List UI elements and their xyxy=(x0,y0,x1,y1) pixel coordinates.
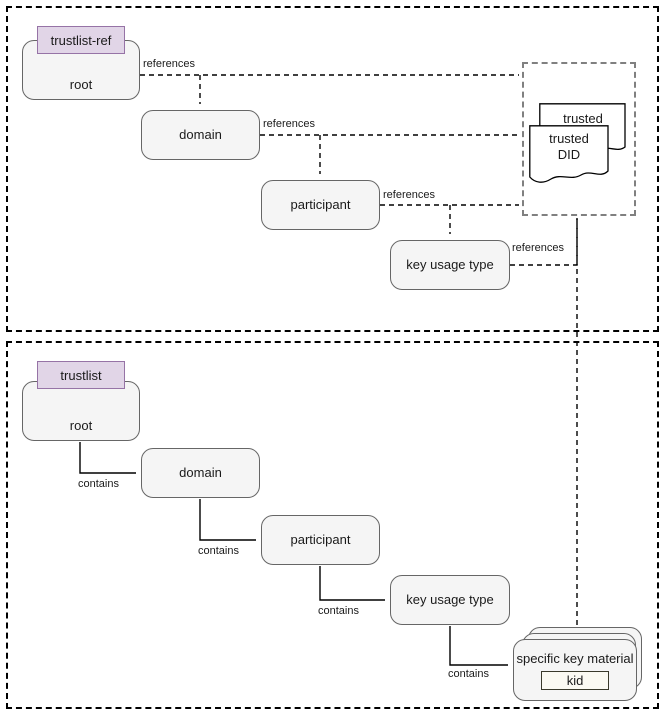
edge-label-kut-references: references xyxy=(512,242,564,254)
ref-participant-node[interactable]: participant xyxy=(261,180,380,230)
ref-root-title: trustlist-ref xyxy=(37,26,125,54)
list-domain-node[interactable]: domain xyxy=(141,448,260,498)
list-key-usage-type-node[interactable]: key usage type xyxy=(390,575,510,625)
trusted-doc-back-label: trusted xyxy=(563,111,603,126)
list-domain-label: domain xyxy=(179,464,222,480)
ref-key-usage-type-node[interactable]: key usage type xyxy=(390,240,510,290)
trusted-doc-front xyxy=(529,125,609,191)
list-root-node[interactable]: root xyxy=(22,381,140,441)
edge-label-domain-references: references xyxy=(263,118,315,130)
list-root-label: root xyxy=(69,418,93,433)
edge-label-root-references: references xyxy=(143,58,195,70)
ref-domain-label: domain xyxy=(179,126,222,142)
trustlist-ref-group xyxy=(6,6,659,332)
ref-domain-node[interactable]: domain xyxy=(141,110,260,160)
specific-key-material-label: specific key material xyxy=(516,651,634,666)
trusted-did-group xyxy=(522,62,636,216)
edge-label-participant-references: references xyxy=(383,189,435,201)
edge-label-root-contains: contains xyxy=(78,478,119,490)
list-participant-label: participant xyxy=(290,531,351,547)
list-key-usage-type-label: key usage type xyxy=(406,591,494,607)
trusted-doc-front-line1: trusted xyxy=(549,131,589,146)
ref-participant-label: participant xyxy=(290,196,351,212)
edge-label-participant-contains: contains xyxy=(318,605,359,617)
edge-label-domain-contains: contains xyxy=(198,545,239,557)
trusted-doc-front-line2: DID xyxy=(557,147,581,163)
ref-root-label: root xyxy=(69,77,93,92)
ref-key-usage-type-label: key usage type xyxy=(406,256,494,272)
trustlist-group xyxy=(6,341,659,709)
edge-label-kut-contains: contains xyxy=(448,668,489,680)
kid-field[interactable]: kid xyxy=(541,671,609,690)
trusted-doc-front-label: trusted DID xyxy=(529,131,609,164)
list-participant-node[interactable]: participant xyxy=(261,515,380,565)
list-root-title: trustlist xyxy=(37,361,125,389)
specific-key-material-node[interactable] xyxy=(513,639,637,701)
